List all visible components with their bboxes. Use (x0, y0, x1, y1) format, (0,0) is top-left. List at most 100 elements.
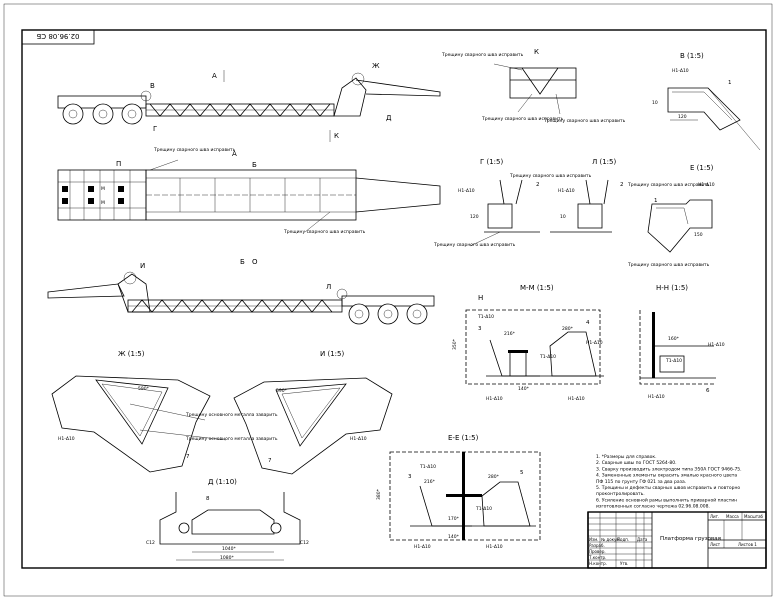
dim-c12b: С12 (300, 540, 309, 546)
weld-w15: Т1-Δ10 (419, 464, 436, 470)
part-3b: 3 (408, 474, 412, 480)
view-label-d: Д (1:10) (208, 478, 237, 486)
dim-10a: 10 (652, 100, 658, 106)
weld-w17: Н1-Δ10 (414, 544, 431, 550)
marker-k: К (334, 132, 339, 140)
callout-crack-9: Трещину сварного шва исправить (627, 262, 710, 268)
dim-216b: 216* (424, 479, 436, 485)
dim-590a: 590* (138, 386, 150, 392)
weld-w8: Т1-Δ10 (477, 314, 494, 320)
marker-zh: Ж (372, 62, 380, 70)
dim-350: 350* (452, 338, 458, 350)
view-label-g: Г (1:5) (480, 158, 503, 166)
view-label-i: И (1:5) (320, 350, 344, 358)
marker-p: П (116, 160, 121, 168)
dim-150: 150 (694, 232, 703, 238)
view-k: К Трещину сварного шва исправить Трещину… (441, 48, 626, 124)
view-g: Г (1:5) Н1-Δ10 2 Трещину сварного шва ис… (433, 158, 592, 248)
part-1b: 1 (654, 198, 658, 204)
weld-w1: Н1-Δ10 (672, 68, 689, 74)
callout-metal-2: Трещину основного металла заварить (185, 436, 278, 442)
weld-w7: Н1-Δ10 (586, 340, 603, 346)
part-2a: 2 (536, 182, 540, 188)
note-line: ПФ 115 по грунту ГФ 021 за два раза. (596, 479, 686, 485)
weld-w4: Н1-Δ10 (698, 182, 715, 188)
callout-metal-1: Трещину основного металла заварить (185, 412, 278, 418)
note-line: 1. *Размеры для справок. (596, 454, 657, 460)
dim-280b: 280* (488, 474, 500, 480)
tb-sheet: Лист (710, 542, 721, 547)
dim-590b: 590* (276, 388, 288, 394)
view-label-zh: Ж (1:5) (118, 350, 145, 358)
dim-140b: 140* (448, 534, 460, 540)
marker-o: О (252, 258, 258, 266)
note-line: изготовленных согласно чертежа 02.96.08.… (596, 504, 710, 510)
part-7b: 7 (268, 458, 272, 464)
callout-crack-2: Трещину сварного шва исправить (283, 229, 366, 235)
part-7a: 7 (186, 454, 190, 460)
dim-140a: 140* (518, 386, 530, 392)
view-label-a-top: А (212, 72, 217, 80)
part-3a: 3 (478, 326, 482, 332)
tb-col-date: Дата (637, 537, 648, 542)
tb-sheets: Листов 1 (738, 542, 757, 547)
tb-col-sign: Подп. (617, 537, 629, 542)
callout-crack-5: Трещину сварного шва исправить (543, 118, 626, 124)
note-line: проконтролировать. (596, 492, 645, 497)
part-4: 4 (586, 320, 590, 326)
weld-w13: Н1-Δ10 (648, 394, 665, 400)
marker-i: И (140, 262, 145, 270)
tb-role-approver: Утв. (620, 561, 628, 566)
view-zh: Ж (1:5) 590* Н1-Δ10 7 (51, 350, 211, 473)
weld-w6: Н1-Δ10 (350, 436, 367, 442)
view-label-a-plan: А (232, 150, 237, 158)
weld-w9: Т1-Δ10 (539, 354, 556, 360)
section-ee: Е-Е (1:5) 3 5 Т1-Δ10 Т1-Δ10 Н1-Δ10 Н1-Δ1… (376, 262, 725, 550)
callout-crack-7: Трещину сварного шва исправить (509, 173, 592, 179)
tb-role-tcontrol: Т.контр. (588, 555, 606, 560)
tb-role-designer: Разраб. (589, 543, 605, 548)
weld-w11: Н1-Δ10 (568, 396, 585, 402)
weld-w18: Н1-Δ10 (486, 544, 503, 550)
note-line: 6. Усиление основной рамы выполнить прив… (596, 496, 737, 503)
marker-n1: Н (478, 294, 483, 302)
callout-crack-8: Трещину сварного шва исправить (627, 182, 710, 188)
tb-col-letter: Лит. (710, 514, 719, 519)
dim-216a: 216* (504, 331, 516, 337)
tb-col-mass: Масса (726, 514, 739, 519)
code-stamp: 02.96.08 СБ (21, 29, 95, 45)
dim-1040: 1040* (222, 546, 236, 552)
plan-view: А П Б М М Трещину сварного шва исправить… (57, 147, 441, 235)
view-label-v: В (1:5) (680, 52, 704, 60)
tb-col-doc: № докум. (601, 537, 621, 542)
part-1a: 1 (728, 80, 732, 86)
callout-crack-1: Трещину сварного шва исправить (153, 147, 236, 153)
technical-notes: 1. *Размеры для справок.2. Сварные швы п… (596, 454, 742, 510)
dim-280a: 280* (562, 326, 574, 332)
weld-w12: Т1-Δ10 (665, 358, 682, 364)
marker-b: Б (252, 161, 257, 169)
note-line: 2. Сварные швы по ГОСТ 5264-80. (596, 460, 677, 466)
drawing-code-rotated: 02.96.08 СБ (36, 32, 79, 40)
title-block: Изм. № докум. Подп. Дата Разраб. Провер.… (587, 511, 767, 569)
view-v: В (1:5) Н1-Δ10 1 120 10 (652, 52, 761, 151)
weld-w5: Н1-Δ10 (58, 436, 75, 442)
callout-crack-3: Трещину сварного шва исправить (441, 52, 524, 58)
dim-1080: 1080* (220, 555, 234, 561)
part-6: 6 (706, 388, 710, 394)
part-5: 5 (520, 470, 524, 476)
weld-w16: Т1-Δ10 (475, 506, 492, 512)
view-label-e: Е (1:5) (690, 164, 714, 172)
marker-g: Г (153, 125, 157, 133)
view-label-k: К (534, 48, 539, 56)
view-l: Л (1:5) Н1-Δ10 2 10 (550, 158, 624, 233)
dim-170: 170* (448, 516, 460, 522)
marker-m1: М (101, 186, 105, 192)
part-8: 8 (206, 496, 210, 502)
side-view-top: А В Г Ж Д К (57, 62, 441, 142)
dim-120b: 120 (470, 214, 479, 220)
marker-l: Л (326, 283, 331, 291)
note-line: 5. Трещины и дефекты сварных швов исправ… (596, 485, 740, 491)
view-d: Д (1:10) 8 С12 С12 1040* 1080* (146, 478, 309, 561)
